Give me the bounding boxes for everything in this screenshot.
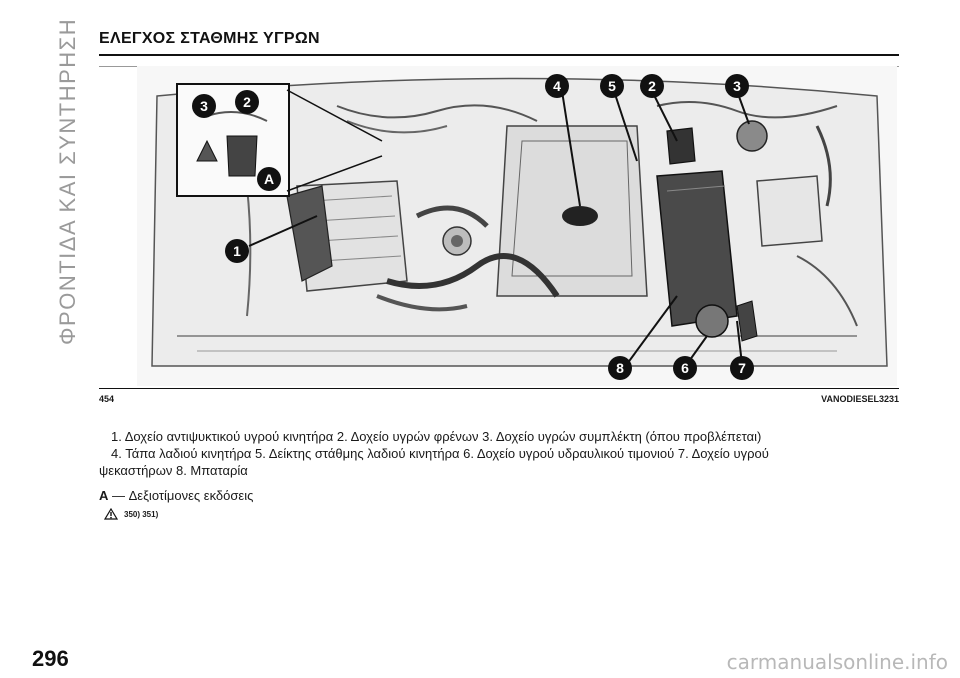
warning-refs-text: 350) 351): [124, 509, 159, 519]
callout-4: 4: [545, 74, 569, 98]
figure-caption: 1. Δοχείο αντιψυκτικού υγρού κινητήρα 2.…: [99, 428, 899, 479]
rhd-note: A — Δεξιοτίμονες εκδόσεις: [99, 488, 253, 503]
svg-text:5: 5: [608, 78, 616, 94]
callout-7: 7: [730, 356, 754, 380]
page-header: ΕΛΕΓΧΟΣ ΣΤΑΘΜΗΣ ΥΓΡΩΝ: [99, 30, 899, 67]
rhd-note-label: A: [99, 488, 109, 503]
rhd-note-text: Δεξιοτίμονες εκδόσεις: [128, 488, 254, 503]
caption-line-3: ψεκαστήρων 8. Μπαταρία: [99, 463, 248, 478]
page-title: ΕΛΕΓΧΟΣ ΣΤΑΘΜΗΣ ΥΓΡΩΝ: [99, 30, 320, 47]
figure-divider: [99, 388, 899, 389]
engine-bay-illustration: 1 3 2 A 4 5 2 3 8 6 7: [137, 66, 897, 386]
svg-text:3: 3: [200, 98, 208, 114]
rhd-note-dash: —: [108, 488, 129, 503]
warning-icon: [104, 508, 118, 520]
figure-number: 454: [99, 394, 115, 404]
svg-text:2: 2: [243, 94, 251, 110]
callout-5: 5: [600, 74, 624, 98]
caption-line-2: 4. Τάπα λαδιού κινητήρα 5. Δείκτης στάθμ…: [111, 446, 769, 461]
side-section-title: ΦΡΟΝΤΙΔΑ ΚΑΙ ΣΥΝΤΗΡΗΣΗ: [55, 17, 80, 345]
oil-cap-shape: [562, 206, 598, 226]
svg-text:6: 6: [681, 360, 689, 376]
callout-3-inset: 3: [192, 94, 216, 118]
svg-text:1: 1: [233, 243, 241, 259]
battery-shape: [656, 170, 738, 327]
svg-text:3: 3: [733, 78, 741, 94]
figure-code: VANODIESEL3231: [821, 394, 899, 404]
header-divider: [99, 54, 899, 56]
svg-text:7: 7: [738, 360, 746, 376]
svg-text:4: 4: [553, 78, 561, 94]
page-number: 296: [32, 646, 69, 671]
warning-refs: 350) 351): [104, 508, 158, 520]
callout-2: 2: [640, 74, 664, 98]
callout-2-inset: 2: [235, 90, 259, 114]
callout-3: 3: [725, 74, 749, 98]
callout-a: A: [257, 167, 281, 191]
svg-text:8: 8: [616, 360, 624, 376]
engine-bay-drawing: 1 3 2 A 4 5 2 3 8 6 7: [151, 74, 888, 380]
callout-1: 1: [225, 239, 249, 263]
svg-text:A: A: [264, 171, 274, 187]
svg-text:2: 2: [648, 78, 656, 94]
callout-6: 6: [673, 356, 697, 380]
callout-8: 8: [608, 356, 632, 380]
caption-line-1: 1. Δοχείο αντιψυκτικού υγρού κινητήρα 2.…: [111, 429, 762, 444]
watermark: carmanualsonline.info: [726, 650, 948, 674]
